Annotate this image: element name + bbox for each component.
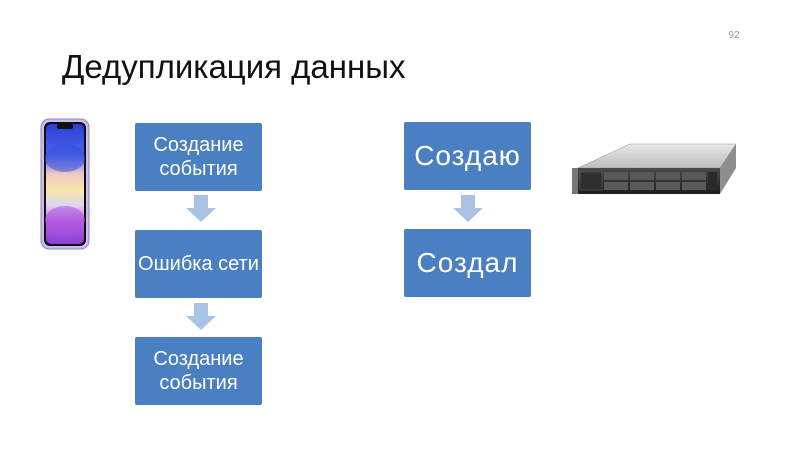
smartphone-icon	[40, 118, 90, 250]
flow-box-network-error: Ошибка сети	[135, 230, 262, 298]
page-number: 92	[728, 30, 740, 41]
flow-box-created: Создал	[404, 229, 531, 297]
flow-box-create-event-1: Создание события	[135, 123, 262, 191]
flow-box-creating: Создаю	[404, 122, 531, 190]
slide-title: Дедупликация данных	[62, 48, 406, 85]
flow-box-create-event-2: Создание события	[135, 337, 262, 405]
down-arrow-icon	[186, 303, 216, 330]
down-arrow-icon	[453, 195, 483, 222]
down-arrow-icon	[186, 195, 216, 222]
rack-server-icon	[572, 143, 737, 194]
